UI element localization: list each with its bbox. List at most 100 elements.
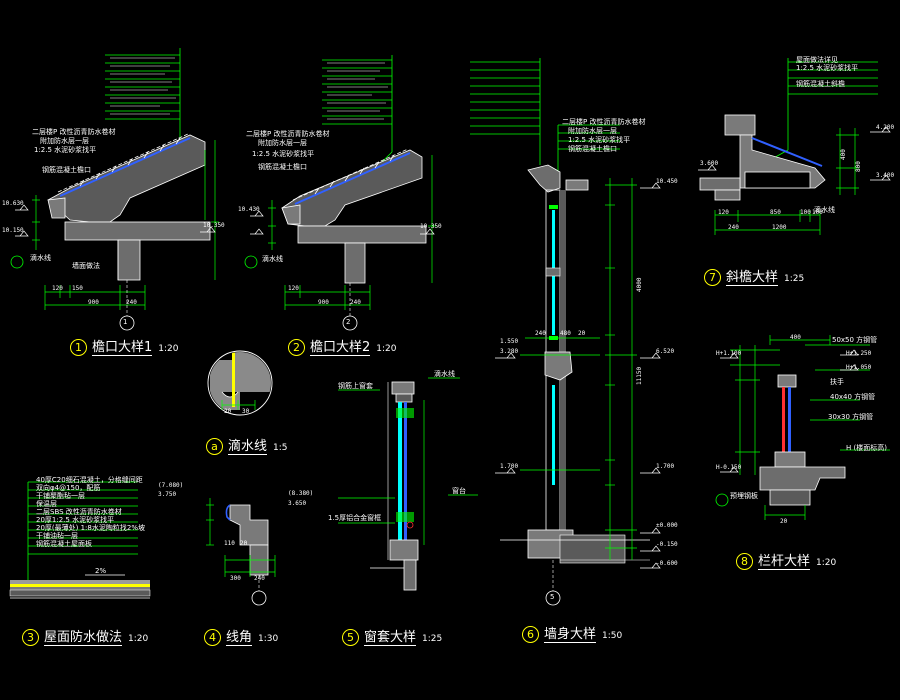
note-d5-b: 滴水线 [434,370,455,378]
dim-d6-240: 240 [535,330,546,337]
dim-d4-3750: 3.750 [158,491,177,498]
eave-detail-1 [10,48,219,331]
detail-number-8: 8 [736,553,753,570]
window-surround-detail [338,377,478,591]
dim-d8-400: 400 [790,334,801,341]
detail-scale-a: 1:5 [273,443,288,453]
note-d6-d: 钢筋混凝土檐口 [568,145,617,153]
note-d3-f: 20厚1:2.5 水泥砂浆找平 [36,516,115,524]
detail-label-2: 檐口大样2 [310,340,371,356]
dim-d1-900: 900 [88,299,99,306]
detail-title-1: 1 檐口大样1 1:20 [70,336,179,356]
dim-d6-480: 480 [560,330,571,337]
detail-scale-3: 1:20 [128,634,149,644]
note-d7-c: 钢筋混凝土斜檐 [796,80,845,88]
dim-d7-100b: 100 [812,209,823,216]
dim-d1-120: 120 [52,285,63,292]
detail-scale-4: 1:30 [258,634,279,644]
dim-d6-m0600: -0.600 [656,560,678,567]
detail-scale-5: 1:25 [422,634,443,644]
dim-d2-900: 900 [318,299,329,306]
note-d3-e: 二层SBS 改性沥青防水卷材 [36,508,122,516]
dim-d6-20: 20 [578,330,586,337]
roof-waterproof-detail [9,481,151,599]
note-d1-d: 钢筋混凝土檐口 [42,166,91,174]
note-d6-c: 1:2.5 水泥砂浆找平 [568,136,631,144]
dim-d4-20: 20 [240,540,248,547]
detail-label-7: 斜檐大样 [726,270,779,286]
dim-d6-3280: 3.280 [500,348,519,355]
dim-d7-800: 800 [855,161,862,172]
detail-number-6: 6 [522,626,539,643]
dim-d7-850: 850 [770,209,781,216]
note-d7-a: 屋面做法详见 [796,56,838,64]
section-marker-2: 2 [346,318,351,326]
detail-number-a: a [206,438,223,455]
note-d3-c: 干铺聚酯毡一层 [36,492,85,500]
section-marker-1: 1 [123,318,128,326]
railing-detail [715,335,890,520]
dim-d7-240: 240 [728,224,739,231]
note-d2-c: 1:2.5 水泥砂浆找平 [252,150,315,158]
note-d3-slope: 2% [95,567,107,575]
detail-title-7: 7 斜檐大样 1:25 [704,266,804,286]
dim-d7-3600: 3.600 [700,160,719,167]
dim-d1-10630: 10.630 [2,200,24,207]
dim-d2-10430: 10.430 [238,206,260,213]
detail-number-5: 5 [342,629,359,646]
detail-scale-6: 1:50 [602,631,623,641]
dim-d6-0000: ±0.000 [656,522,678,529]
note-d8-d: 30x30 方钢管 [828,413,874,421]
dim-d8-H1250: H+1.250 [846,350,872,357]
detail-label-3: 屋面防水做法 [44,630,123,646]
dim-d6-1550: 1.550 [500,338,519,345]
note-d8-c: 40x40 方钢管 [830,393,876,401]
detail-scale-2: 1:20 [376,344,397,354]
dim-d6-4000: 4000 [636,277,643,292]
note-d2-e: 滴水线 [262,255,283,263]
note-d8-a: 50x50 方钢管 [832,336,878,344]
dim-d6-1700b: 1.700 [500,463,519,470]
dim-d1-240: 240 [126,299,137,306]
detail-title-a: a 滴水线 1:5 [206,435,288,455]
detail-number-7: 7 [704,269,721,286]
note-d5-d: 窗台 [452,487,466,495]
dim-d6-11150: 11150 [636,366,643,385]
dim-d1-10350: 10.350 [203,222,225,229]
detail-scale-1: 1:20 [158,344,179,354]
note-d8-f: 预埋钢板 [730,492,758,500]
detail-number-1: 1 [70,339,87,356]
dim-d8-H1100: H+1.100 [716,350,742,357]
detail-scale-7: 1:25 [784,274,805,284]
note-d7-b: 1:2.5 水泥砂浆找平 [796,64,859,72]
note-d2-b: 附加防水层一层 [258,139,307,147]
dim-d7-3400: 3.400 [876,172,895,179]
note-d8-e: H (楼面标高) [846,444,887,452]
note-d3-i: 钢筋混凝土屋面板 [36,540,92,548]
detail-number-4: 4 [204,629,221,646]
dim-d4-300: 300 [230,575,241,582]
detail-label-1: 檐口大样1 [92,340,153,356]
note-d3-a: 40厚C20细石混凝土，分格缝间距 [36,476,143,484]
note-d6-b: 附加防水层一层 [568,127,617,135]
note-d1-f: 墙面做法 [72,262,100,270]
dim-d7-4200: 4.200 [876,124,895,131]
drip-line-detail [207,350,273,416]
dim-d6-1700: 1.700 [656,463,675,470]
detail-label-a: 滴水线 [228,439,268,455]
note-d3-b: 双向φ4@150，配筋 [36,484,101,492]
moulding-detail [206,498,276,606]
dim-d4-8380: (8.380) [288,490,314,497]
section-marker-5: 5 [550,593,555,601]
dim-d4-110: 110 [224,540,235,547]
sloped-eave-detail [698,58,891,235]
note-d6-a: 二层楼P 改性沥青防水卷材 [562,118,646,126]
dim-d8-H1050: H+1.050 [846,364,872,371]
dim-d8-H0150: H-0.150 [716,464,742,471]
detail-number-2: 2 [288,339,305,356]
dim-d4-240: 240 [254,575,265,582]
dim-da-30: 30 [242,408,250,415]
note-d1-e: 滴水线 [30,254,51,262]
note-d8-b: 扶手 [830,378,844,386]
